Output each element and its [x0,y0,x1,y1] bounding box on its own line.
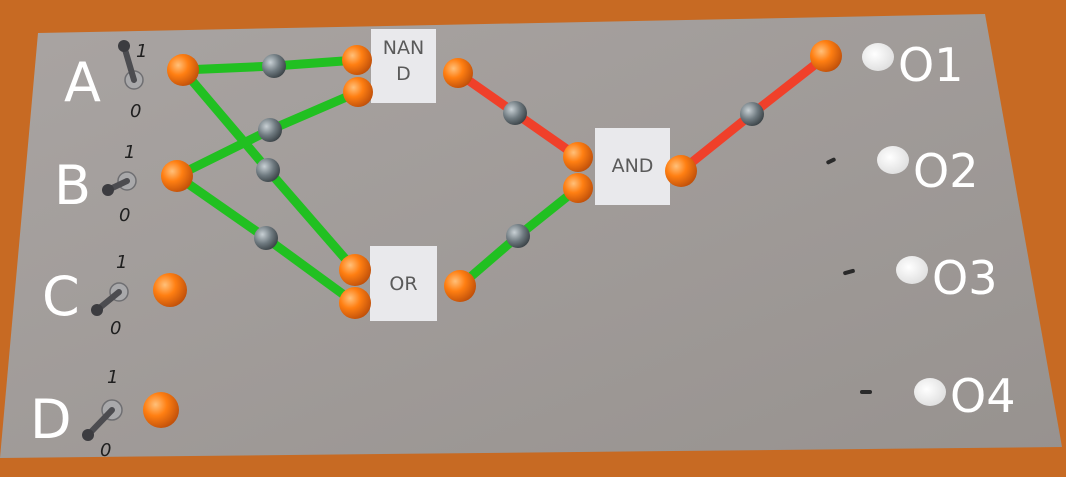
input-b-switch[interactable]: B 1 0 [54,142,137,226]
wire-b-or-1 [172,171,271,243]
input-d-switch[interactable]: D 1 0 [30,367,123,461]
or-output-pin[interactable] [444,270,476,302]
wire-b-nand-2 [265,87,363,135]
input-c-off-label: 0 [110,318,121,339]
output-o1-label: O1 [898,38,963,92]
output-o4-label: O4 [950,369,1015,423]
wire-b-or-2 [261,233,360,308]
or-gate-block[interactable] [370,246,437,321]
input-a-on-label: 1 [136,41,147,62]
and-gate[interactable]: AND [595,128,670,205]
input-a-pin[interactable] [167,54,199,86]
input-d-on-label: 1 [107,367,118,388]
input-c-pin[interactable] [153,273,187,307]
nand-gate[interactable]: NAN D [371,29,436,103]
output-o1-pin[interactable] [810,40,842,72]
input-b-label: B [54,154,91,217]
nand-gate-block[interactable] [371,29,436,103]
wire-joint[interactable] [262,54,286,78]
or-gate[interactable]: OR [370,246,437,321]
input-a-switch[interactable]: A 1 0 [64,40,147,122]
and-gate-block[interactable] [595,128,670,205]
nand-input-pin-1[interactable] [342,45,372,75]
nand-gate-label-line1: NAN [383,37,424,59]
wire-joint[interactable] [258,118,282,142]
wire-a-or-1 [178,65,273,175]
wire-joint[interactable] [740,102,764,126]
and-gate-label: AND [612,155,654,177]
toggle-knob[interactable] [118,40,130,52]
toggle-knob[interactable] [82,429,94,441]
wire-joint[interactable] [256,158,280,182]
input-b-on-label: 1 [124,142,135,163]
input-c-on-label: 1 [116,252,127,273]
input-a-label: A [64,51,101,114]
toggle-knob[interactable] [91,304,103,316]
wire-joint[interactable] [254,226,278,250]
input-c-label: C [42,265,80,328]
input-a-off-label: 0 [130,101,141,122]
input-b-off-label: 0 [119,205,130,226]
output-o1: O1 [862,38,963,92]
wire-joint[interactable] [503,101,527,125]
wire-joints [254,54,764,250]
input-c-switch[interactable]: C 1 0 [42,252,129,339]
wire-b-nand-1 [172,125,275,181]
toggle-knob[interactable] [102,184,114,196]
input-b-pin[interactable] [161,160,193,192]
output-o4-bulb [914,378,946,406]
output-o3-connector [843,268,855,276]
or-input-pin-1[interactable] [339,254,371,286]
or-input-pin-2[interactable] [339,287,371,319]
pins [143,40,842,428]
input-d-label: D [30,388,72,451]
output-o3-bulb [896,256,928,284]
or-gate-label: OR [389,273,417,295]
and-output-pin[interactable] [665,155,697,187]
and-input-pin-1[interactable] [563,142,593,172]
input-d-off-label: 0 [100,440,111,461]
output-o3: O3 [843,251,997,305]
input-d-pin[interactable] [143,392,179,428]
output-o2-connector [826,157,836,165]
output-o3-label: O3 [932,251,997,305]
output-o4-connector [860,390,872,394]
output-o1-bulb [862,43,894,71]
and-input-pin-2[interactable] [563,173,593,203]
wire-joint[interactable] [506,224,530,248]
nand-gate-label-line2: D [396,63,411,85]
nand-input-pin-2[interactable] [343,77,373,107]
output-o2-bulb [877,146,909,174]
wire-a-or-2 [263,165,360,275]
output-o4: O4 [860,369,1015,423]
output-o2-label: O2 [913,144,978,198]
output-o2: O2 [826,144,978,198]
nand-output-pin[interactable] [443,58,473,88]
